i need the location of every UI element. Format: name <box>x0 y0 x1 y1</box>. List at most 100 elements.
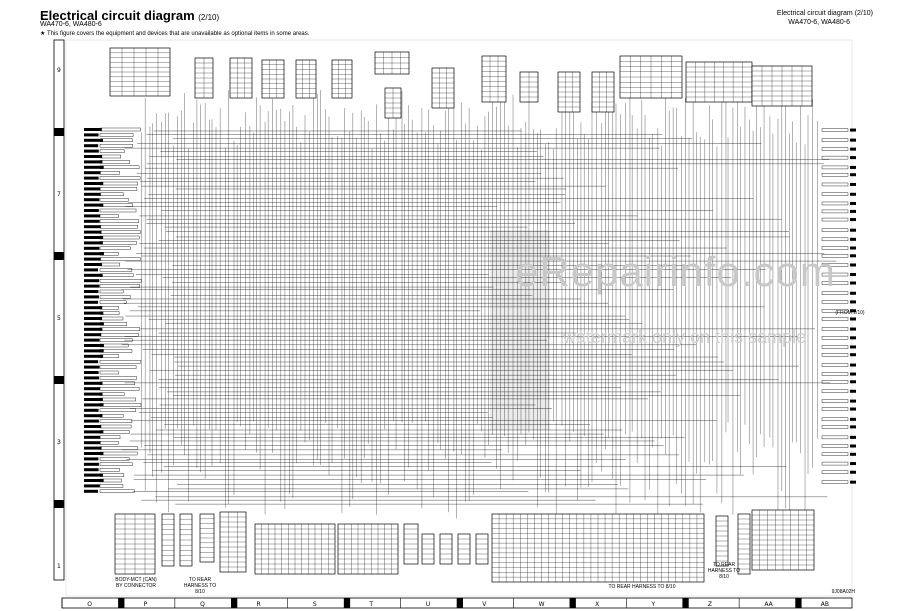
wire-tag <box>821 228 849 232</box>
wire-tag <box>99 214 119 218</box>
wire-tag <box>821 237 849 242</box>
wire-tag <box>84 273 103 277</box>
wire-tag <box>821 300 849 304</box>
wire-tag <box>99 403 142 407</box>
wire-tag <box>821 470 849 474</box>
wire-tag <box>99 268 133 272</box>
wire-tag <box>99 473 125 477</box>
wire-tag <box>821 389 849 393</box>
wire-tag <box>850 399 856 403</box>
connector <box>439 533 453 565</box>
connector <box>751 65 813 107</box>
wire-tag <box>850 372 856 376</box>
wire-tag <box>99 311 120 315</box>
wire-tag <box>99 143 133 148</box>
wire-tag <box>84 489 99 493</box>
wire-tag <box>99 133 134 137</box>
wire-tag <box>821 165 849 170</box>
wire-tag <box>850 407 856 411</box>
wire-tag <box>84 306 103 310</box>
wire-tag <box>99 192 124 197</box>
wire-tag <box>99 203 133 207</box>
wire-tag <box>84 138 103 142</box>
wire-tag <box>99 176 141 180</box>
wire-tag <box>84 198 100 202</box>
wire-tag <box>99 289 124 294</box>
wire-tag <box>850 128 856 132</box>
wire-tag <box>99 446 138 450</box>
wire-tag <box>84 225 101 229</box>
wire-runs <box>121 90 837 519</box>
connector <box>519 71 539 103</box>
ruler-mark <box>231 598 238 608</box>
wire-tag <box>821 272 849 277</box>
wire-tag <box>84 468 99 472</box>
column-label: Z <box>708 601 712 608</box>
wire-tag <box>84 295 99 299</box>
wire-tag <box>99 424 132 429</box>
wire-tag <box>821 173 849 177</box>
wire-tag <box>84 322 104 326</box>
wire-tag <box>84 290 99 293</box>
wire-tag <box>84 387 101 391</box>
wire-tag <box>84 392 103 396</box>
wire-tag <box>850 462 856 466</box>
wire-tag <box>850 218 856 222</box>
connector <box>591 71 615 113</box>
connector <box>715 515 729 567</box>
ruler-mark <box>795 598 802 608</box>
column-label: S <box>313 601 317 608</box>
wire-tag <box>99 354 119 358</box>
wire-tag <box>84 403 104 407</box>
wire-tag <box>850 480 856 484</box>
document-number: 9J08A02H <box>831 589 855 595</box>
wire-tag <box>99 419 133 423</box>
wire-tag <box>821 201 849 206</box>
wire-tag <box>99 127 141 132</box>
wire-tag <box>821 399 849 403</box>
wire-tag <box>99 165 140 170</box>
wire-tag <box>84 219 100 223</box>
ruler-mark <box>118 598 125 608</box>
wire-tag <box>850 309 856 313</box>
wire-tag <box>84 187 101 191</box>
wire-tag <box>821 192 849 196</box>
wire-tag <box>821 353 849 357</box>
wire-tag <box>84 263 102 266</box>
wire-tag <box>821 444 849 448</box>
title-text: Electrical circuit diagram <box>40 8 195 23</box>
wire-tag <box>84 452 104 455</box>
wire-tag <box>99 149 125 153</box>
wire-tag <box>84 182 104 185</box>
wire-tag <box>84 333 102 337</box>
wire-tag <box>99 257 141 261</box>
wire-tag <box>850 389 856 393</box>
wire-tag <box>850 246 856 250</box>
title-right: Electrical circuit diagram (2/10) <box>776 10 873 17</box>
wire-tag <box>850 209 856 213</box>
rear-harness-bottom-label: TO REAR HARNESS TO 8/10 <box>608 584 676 590</box>
wire-tag <box>99 138 133 143</box>
wire-tag <box>821 263 849 267</box>
wire-tag <box>99 295 131 299</box>
wire-labels <box>65 39 856 597</box>
wire-tag <box>850 317 856 321</box>
wire-tag <box>850 336 856 340</box>
connector <box>109 47 171 97</box>
wire-tag <box>84 279 100 283</box>
wire-tag <box>821 363 849 367</box>
wire-tag <box>84 441 101 445</box>
wire-tag <box>850 380 856 384</box>
wire-tag <box>84 149 99 153</box>
row-label: 4 <box>57 377 61 384</box>
wire-tag <box>84 425 102 428</box>
column-label: X <box>595 601 599 608</box>
wire-tag <box>84 160 103 164</box>
ruler-mark <box>344 598 351 608</box>
connector <box>114 513 156 575</box>
wire-tag <box>84 435 101 439</box>
row-label: 3 <box>57 439 61 446</box>
